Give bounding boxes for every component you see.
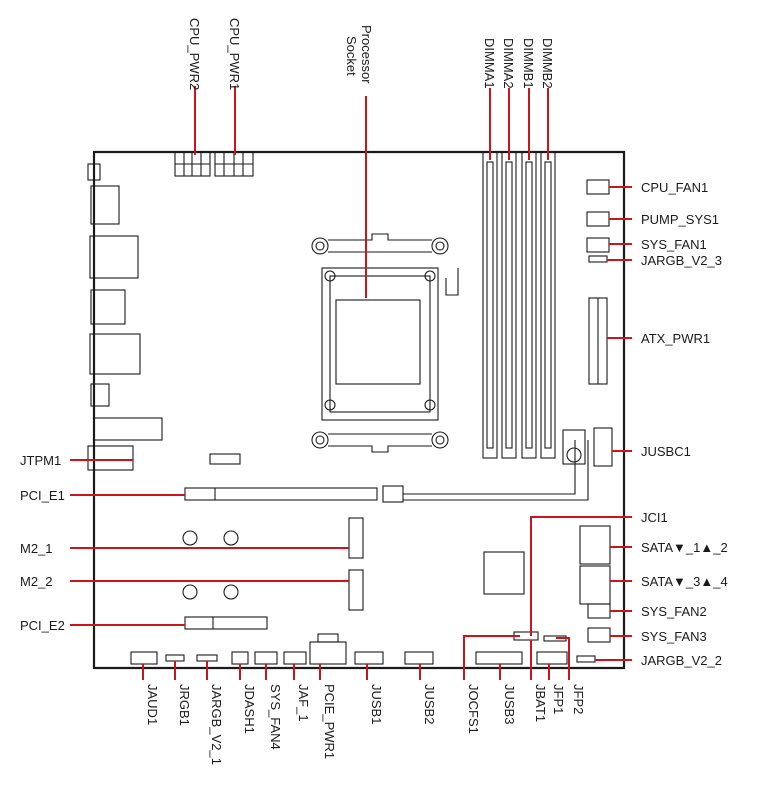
pcie-slots bbox=[182, 440, 589, 630]
label-jfp2: JFP2 bbox=[571, 684, 586, 714]
label-jargb-v2-3: JARGB_V2_3 bbox=[641, 253, 722, 268]
label-jaf-1: JAF_1 bbox=[296, 684, 311, 722]
label-pci-e1: PCI_E1 bbox=[20, 488, 65, 503]
right-edge-headers bbox=[483, 179, 613, 663]
label-cpu-fan1: CPU_FAN1 bbox=[641, 180, 708, 195]
label-jargb-v2-1: JARGB_V2_1 bbox=[209, 684, 224, 765]
label-jargb-v2-2: JARGB_V2_2 bbox=[641, 653, 722, 668]
label-atx-pwr1: ATX_PWR1 bbox=[641, 331, 710, 346]
label-sys-fan4: SYS_FAN4 bbox=[268, 684, 283, 750]
component-labels: CPU_PWR2 CPU_PWR1 Processor Socket DIMMA… bbox=[20, 18, 728, 765]
label-jrgb1: JRGB1 bbox=[177, 684, 192, 726]
label-cpu-pwr1: CPU_PWR1 bbox=[227, 18, 242, 90]
label-jocfs1: JOCFS1 bbox=[466, 684, 481, 734]
label-jusb3: JUSB3 bbox=[502, 684, 517, 724]
label-jci1: JCI1 bbox=[641, 510, 668, 525]
label-dimma2: DIMMA2 bbox=[501, 38, 516, 89]
processor-socket bbox=[311, 233, 459, 453]
leader-lines bbox=[70, 86, 632, 680]
cpu-power-connectors bbox=[174, 151, 254, 177]
label-jusbc1: JUSBC1 bbox=[641, 444, 691, 459]
rear-io-ports bbox=[87, 163, 163, 471]
label-dimma1: DIMMA1 bbox=[482, 38, 497, 89]
label-jaud1: JAUD1 bbox=[145, 684, 160, 725]
label-sys-fan1: SYS_FAN1 bbox=[641, 237, 707, 252]
dimm-slots bbox=[482, 151, 556, 459]
label-sata-3-4: SATA▼_3▲_4 bbox=[641, 574, 728, 589]
label-jusb1: JUSB1 bbox=[369, 684, 384, 724]
label-jbat1: JBAT1 bbox=[533, 684, 548, 722]
label-jusb2: JUSB2 bbox=[422, 684, 437, 724]
label-m2-1: M2_1 bbox=[20, 541, 53, 556]
m2-slots bbox=[348, 517, 364, 611]
label-dimmb1: DIMMB1 bbox=[521, 38, 536, 89]
label-processor-socket-line2: Socket bbox=[344, 36, 359, 76]
label-sata-1-2: SATA▼_1▲_2 bbox=[641, 540, 728, 555]
label-jdash1: JDASH1 bbox=[242, 684, 257, 734]
label-dimmb2: DIMMB2 bbox=[540, 38, 555, 89]
label-sys-fan2: SYS_FAN2 bbox=[641, 604, 707, 619]
label-m2-2: M2_2 bbox=[20, 574, 53, 589]
label-pump-sys1: PUMP_SYS1 bbox=[641, 212, 719, 227]
label-jfp1: JFP1 bbox=[551, 684, 566, 714]
label-cpu-pwr2: CPU_PWR2 bbox=[187, 18, 202, 90]
label-pcie-pwr1: PCIE_PWR1 bbox=[322, 684, 337, 759]
label-jtpm1: JTPM1 bbox=[20, 453, 61, 468]
label-processor-socket-line1: Processor bbox=[359, 25, 374, 84]
label-sys-fan3: SYS_FAN3 bbox=[641, 629, 707, 644]
label-pci-e2: PCI_E2 bbox=[20, 618, 65, 633]
